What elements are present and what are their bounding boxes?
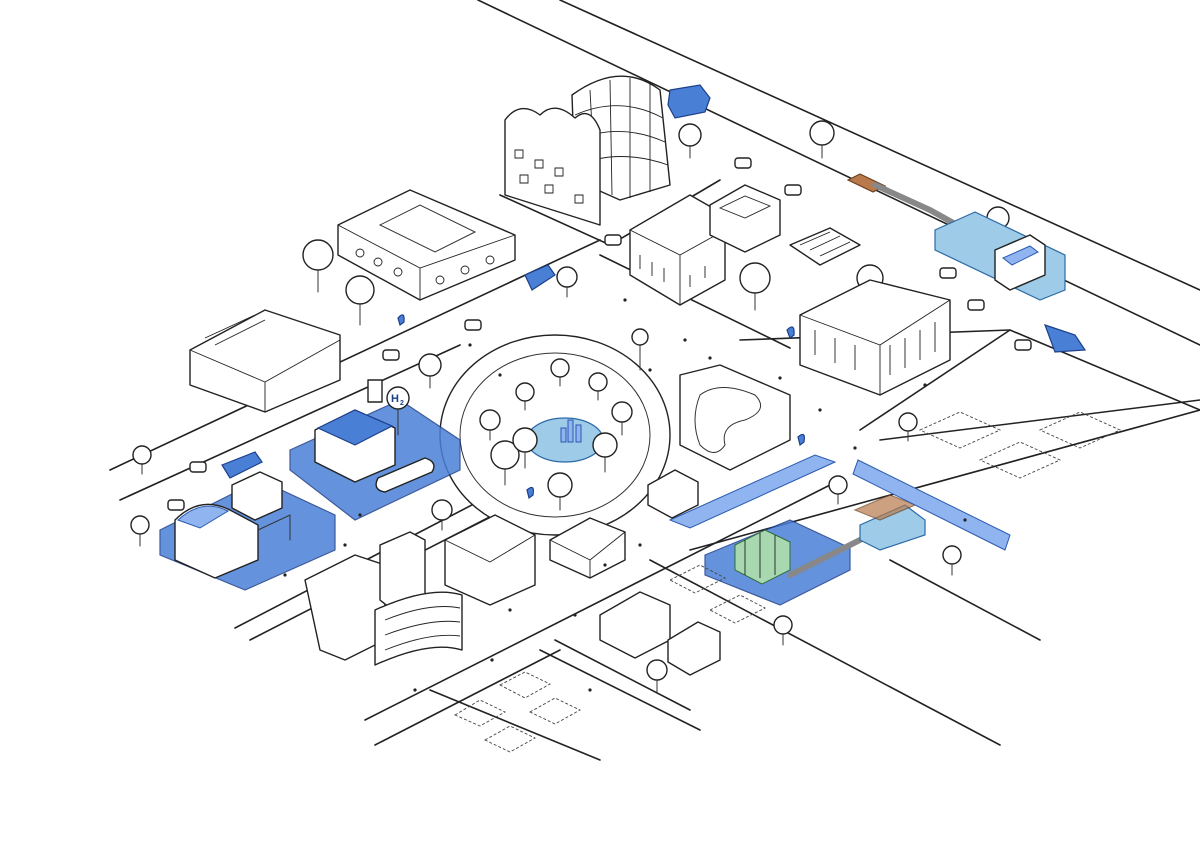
solar-apartment-building <box>189 309 341 413</box>
pavilion-canopy <box>444 514 536 606</box>
industrial-hall-site <box>159 471 336 591</box>
tree-icon <box>431 499 453 531</box>
tree-icon <box>646 659 668 693</box>
tree-icon <box>942 545 962 576</box>
car-icon <box>967 299 985 311</box>
tree-icon <box>418 353 442 389</box>
tree-icon <box>490 440 520 486</box>
tree-icon <box>611 401 633 436</box>
magnifier-sign-icon <box>631 328 649 371</box>
pedestrians <box>283 298 967 692</box>
charging-stations <box>397 314 805 500</box>
tree-icon <box>345 275 375 326</box>
hydrogen-sign-symbol: H <box>391 393 399 405</box>
hydrogen-sign-subscript: 2 <box>400 400 404 407</box>
hydrogen-factory-site: H 2 <box>289 379 461 521</box>
house-right <box>647 469 699 519</box>
conveyor-belt <box>668 454 1011 551</box>
car-icon <box>734 157 752 169</box>
tree-icon <box>898 412 918 442</box>
tree-icon <box>556 266 578 298</box>
tree-icon <box>588 372 608 401</box>
bus-icon <box>1044 324 1087 353</box>
tree-icon <box>809 120 835 159</box>
tree-icon <box>479 409 501 441</box>
vehicles <box>167 84 1087 511</box>
car-icon <box>784 184 802 196</box>
tree-icon <box>512 427 538 469</box>
mixed-use-tower <box>304 531 463 666</box>
solar-carport <box>789 227 861 266</box>
playground-area <box>679 364 791 471</box>
arched-office-building <box>629 194 726 306</box>
office-complex <box>799 279 951 396</box>
trees <box>130 120 1010 693</box>
bus-icon <box>524 264 556 291</box>
tree-icon <box>828 475 848 505</box>
tree-icon <box>739 262 771 311</box>
pipeline-water-top <box>846 173 1066 301</box>
tree-icon <box>515 382 535 411</box>
tree-icon <box>678 123 702 159</box>
house-mid <box>549 517 626 579</box>
tree-icon <box>550 358 570 387</box>
empty-plots <box>454 411 1122 753</box>
bus-icon <box>667 84 711 119</box>
wavy-roof-building <box>504 107 601 226</box>
tree-icon <box>302 239 334 293</box>
tree-icon <box>547 472 573 511</box>
townhouses <box>599 591 721 676</box>
car-icon <box>189 461 207 473</box>
tree-icon <box>592 432 618 473</box>
car-icon <box>1014 339 1032 351</box>
car-icon <box>167 499 185 511</box>
courtyard-building <box>337 189 516 301</box>
tree-icon <box>773 615 793 646</box>
fountain-icon <box>560 419 582 443</box>
bus-icon <box>221 451 263 479</box>
car-icon <box>604 234 622 246</box>
hydrogen-sign: H 2 <box>386 386 410 436</box>
car-icon <box>382 349 400 361</box>
car-icon <box>464 319 482 331</box>
tree-icon <box>132 445 152 475</box>
tree-icon <box>130 515 150 547</box>
solar-roof-building <box>709 184 781 253</box>
car-icon <box>939 267 957 279</box>
greenhouse-site <box>704 494 926 606</box>
